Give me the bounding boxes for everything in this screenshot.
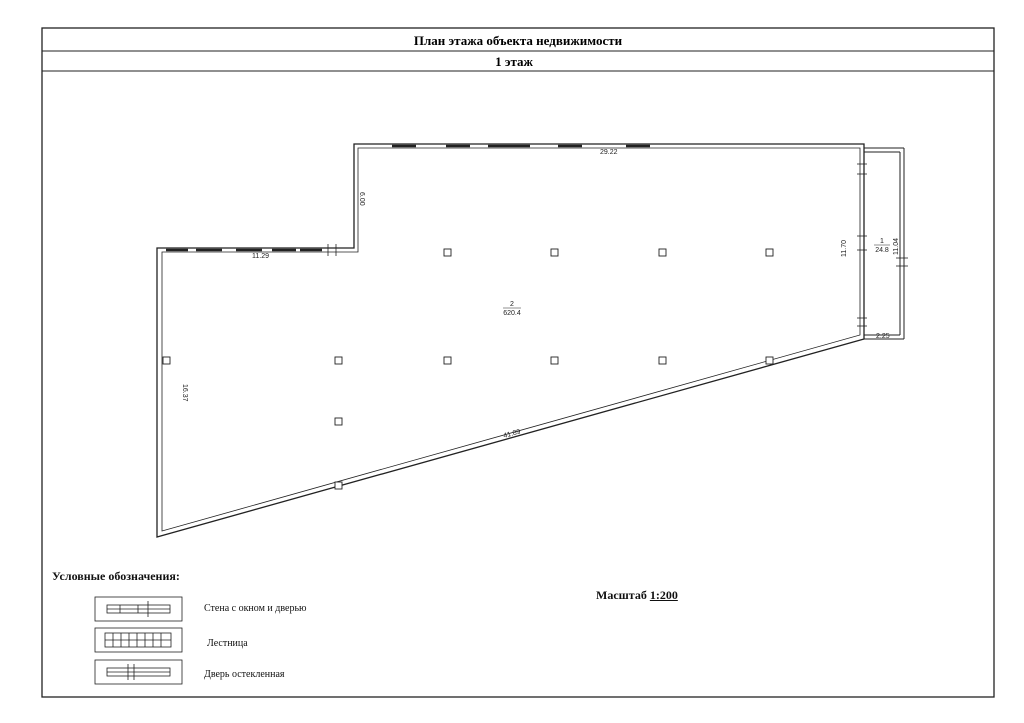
legend-title: Условные обозначения:: [52, 569, 180, 583]
room-label-annex: 1 24.8: [874, 238, 890, 254]
dim-step-horizontal: 11.29: [252, 253, 269, 260]
svg-text:1: 1: [880, 238, 884, 245]
column: [550, 248, 559, 257]
building-outline-outer: [156, 143, 865, 538]
column: [334, 417, 343, 426]
legend-label-stairs: Лестница: [207, 638, 248, 649]
sheet-frame: [41, 27, 995, 698]
column: [443, 248, 452, 257]
door-step-wall: [327, 244, 337, 256]
legend-symbol-glazed-door: [94, 659, 183, 685]
legend-symbol-stairs: [94, 627, 183, 653]
annex-outline: [864, 147, 905, 340]
scale-label: Масштаб: [596, 588, 647, 602]
column: [443, 356, 452, 365]
scale-value: 1:200: [649, 588, 678, 602]
column: [334, 481, 343, 490]
column: [550, 356, 559, 365]
floor-label: 1 этаж: [495, 54, 533, 69]
dim-annex-height: 11.04: [893, 238, 900, 255]
plan-title: План этажа объекта недвижимости: [414, 33, 623, 48]
scale-block: Масштаб 1:200: [596, 588, 692, 603]
svg-text:2: 2: [510, 301, 514, 308]
column: [658, 248, 667, 257]
legend-label-glazed-door: Дверь остекленная: [204, 669, 285, 680]
column: [162, 356, 171, 365]
dim-annex-width: 2.25: [876, 333, 890, 340]
room-label-main: 2 620.4: [503, 301, 521, 317]
column: [334, 356, 343, 365]
svg-text:620.4: 620.4: [503, 310, 521, 317]
column: [765, 248, 774, 257]
svg-text:24.8: 24.8: [875, 247, 889, 254]
building-outline-inner: [161, 147, 861, 532]
door-right-wall: [857, 163, 867, 327]
legend-label-wall-window-door: Стена с окном и дверью: [204, 603, 307, 614]
column: [765, 356, 774, 365]
annex-door: [896, 257, 908, 267]
dim-diagonal-wall: 41.89: [503, 428, 522, 440]
dim-right-wall: 11.70: [841, 240, 848, 257]
columns: [162, 248, 774, 490]
dim-left-wall: 16.37: [181, 384, 188, 402]
column: [658, 356, 667, 365]
dim-step-vertical: 6.00: [358, 192, 365, 206]
legend-symbol-wall-window-door: [94, 596, 183, 622]
dim-top-wall: 29.22: [600, 149, 618, 156]
